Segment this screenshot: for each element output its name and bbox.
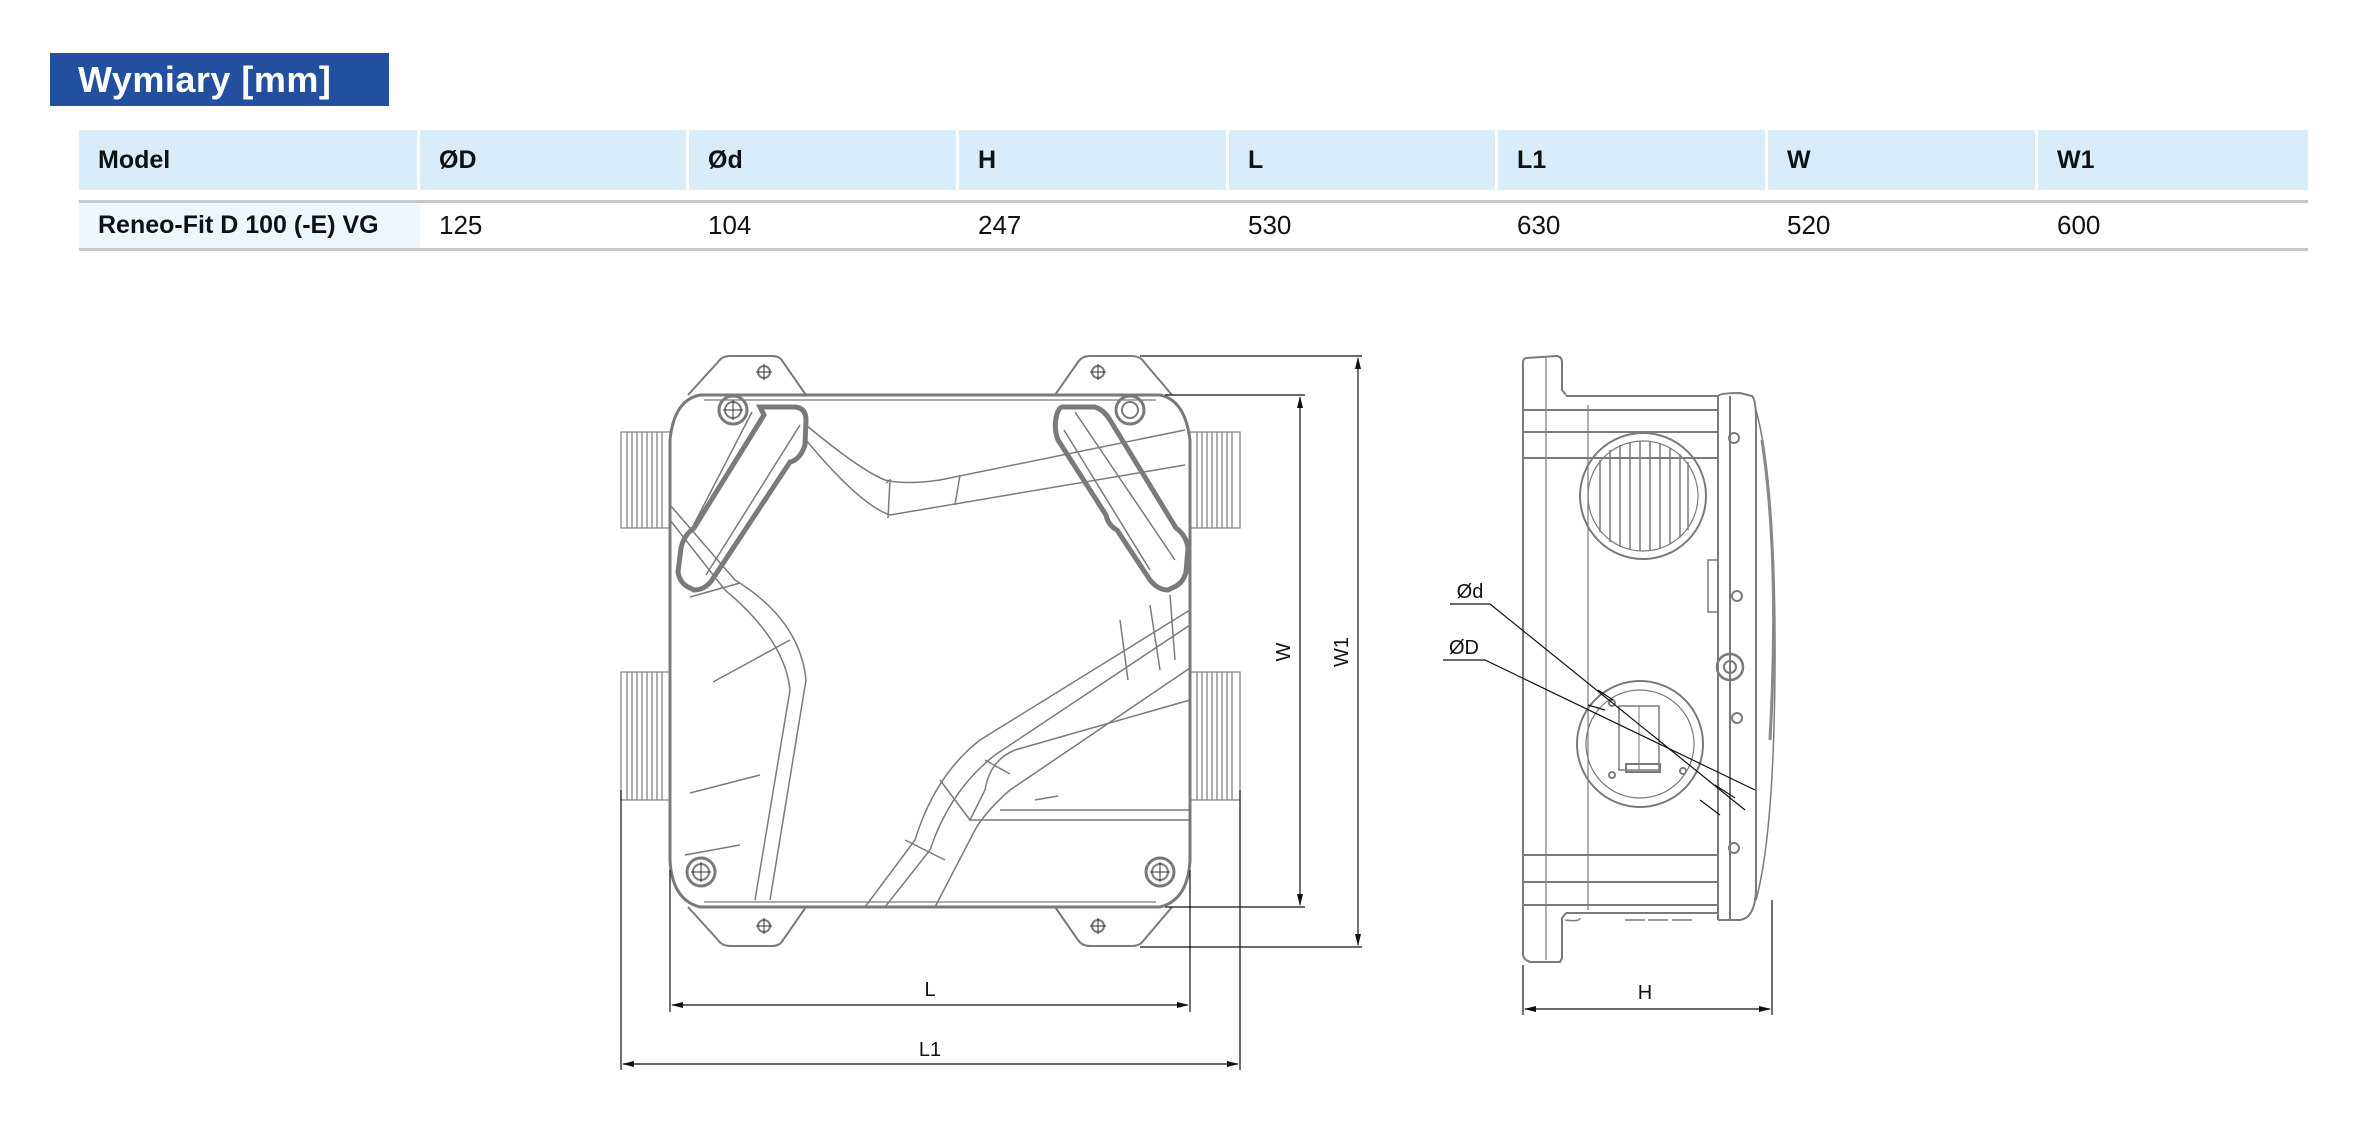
front-view <box>620 355 1241 947</box>
header-width-total: W1 <box>2038 130 2308 190</box>
front-view-dimensions <box>620 355 1362 1070</box>
handle-right <box>1052 404 1191 593</box>
side-lower-port <box>1576 680 1704 808</box>
side-connector <box>1715 652 1745 682</box>
label-outer-diameter: ØD <box>1449 637 1479 659</box>
duct-port-left-upper <box>620 431 671 529</box>
duct-port-right-upper <box>1189 431 1241 529</box>
cell-model: Reneo-Fit D 100 (-E) VG <box>79 203 420 251</box>
header-model: Model <box>79 130 420 190</box>
mounting-bracket-top-right <box>1054 355 1173 396</box>
side-view-dimensions <box>1443 603 1773 1015</box>
screw-bottom-left <box>685 856 717 888</box>
screw-bottom-right <box>1144 856 1176 888</box>
duct-port-left-lower <box>620 671 671 801</box>
cell-width-total: 600 <box>2038 203 2308 251</box>
cell-outer-diameter: 125 <box>420 203 689 251</box>
mounting-bracket-top-left <box>687 355 807 396</box>
side-flange <box>1522 354 1567 963</box>
side-view <box>1522 354 1776 963</box>
cell-length-total: 630 <box>1498 203 1768 251</box>
screw-top-right <box>1114 394 1146 426</box>
internal-channels <box>669 424 1191 908</box>
header-width: W <box>1768 130 2038 190</box>
header-inner-diameter: Ød <box>689 130 959 190</box>
cell-inner-diameter: 104 <box>689 203 959 251</box>
label-w: W <box>1273 642 1295 661</box>
table-separator <box>79 190 2308 203</box>
side-upper-port <box>1579 432 1707 560</box>
unit-body <box>668 393 1192 909</box>
duct-port-right-lower <box>1189 671 1241 801</box>
section-title: Wymiary [mm] <box>50 53 389 106</box>
cell-length: 530 <box>1229 203 1498 251</box>
screw-top-left <box>717 394 749 426</box>
handle-left <box>675 404 809 593</box>
cell-height: 247 <box>959 203 1229 251</box>
header-length-total: L1 <box>1498 130 1768 190</box>
table-header-row: Model ØD Ød H L L1 W W1 <box>79 130 2308 190</box>
table-row: Reneo-Fit D 100 (-E) VG 125 104 247 530 … <box>79 203 2308 251</box>
cell-width: 520 <box>1768 203 2038 251</box>
mounting-bracket-bottom-right <box>1054 906 1173 947</box>
header-length: L <box>1229 130 1498 190</box>
header-outer-diameter: ØD <box>420 130 689 190</box>
header-height: H <box>959 130 1229 190</box>
label-l: L <box>924 979 935 1001</box>
side-end-cap <box>1717 391 1757 921</box>
label-l1: L1 <box>919 1039 941 1061</box>
mounting-bracket-bottom-left <box>687 906 807 947</box>
label-w1: W1 <box>1331 637 1353 667</box>
dimensions-table: Model ØD Ød H L L1 W W1 Reneo-Fit D 100 … <box>79 130 2308 251</box>
label-h: H <box>1638 982 1652 1004</box>
label-inner-diameter: Ød <box>1457 581 1484 603</box>
